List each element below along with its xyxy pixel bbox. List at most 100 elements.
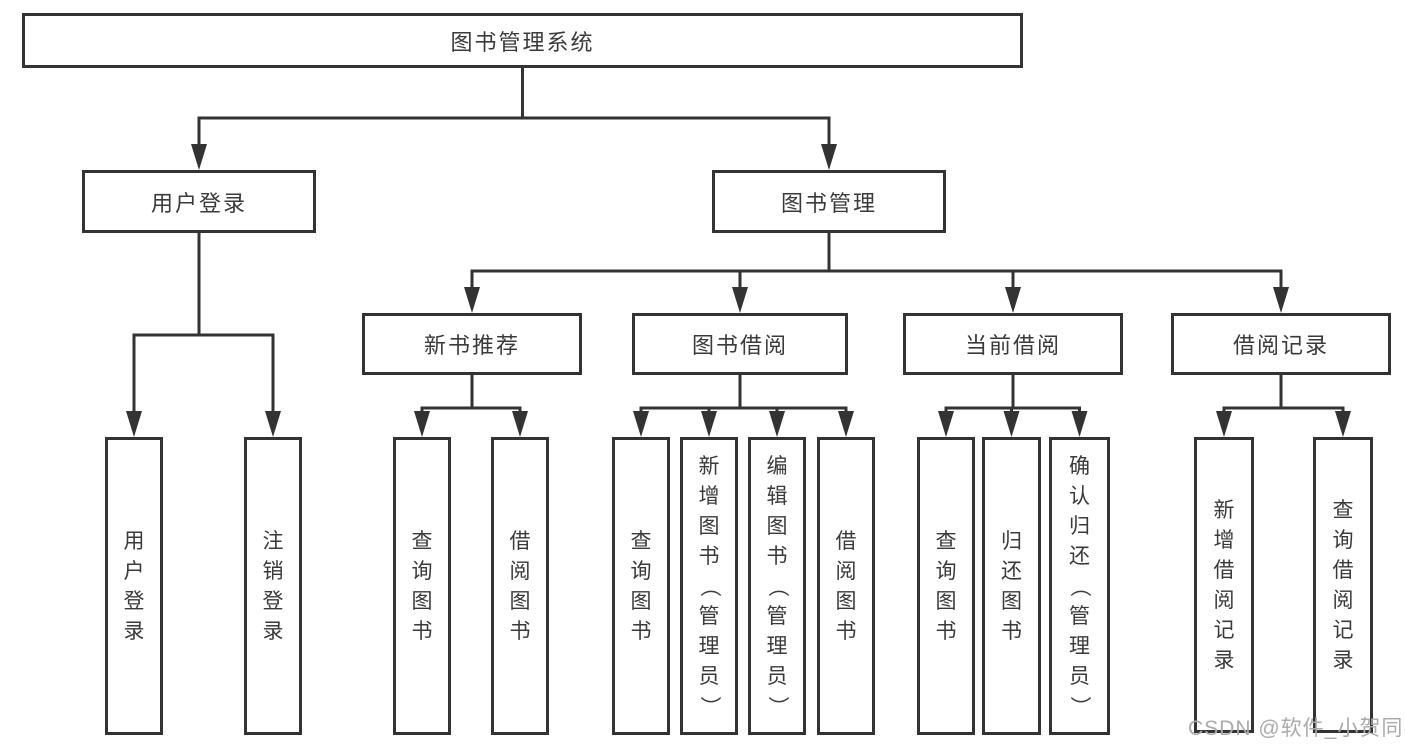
- node-label-char: 询: [935, 559, 957, 583]
- node-label: 借阅记录: [1232, 333, 1329, 358]
- node-label-char: 登: [123, 589, 145, 613]
- arrowhead: [838, 411, 854, 437]
- arrowhead: [126, 411, 142, 437]
- node-label-char: 书: [935, 619, 957, 643]
- node-label-char: 图: [835, 589, 857, 613]
- arrowhead: [1003, 411, 1020, 437]
- node-borrowing-records: 借阅记录: [1171, 313, 1391, 375]
- node-label-char: 阅: [509, 559, 531, 583]
- node-label-char: 归: [1069, 514, 1090, 538]
- node-leaf-confirm-return-admin: 确认归还（管理员）: [1049, 437, 1110, 735]
- node-label: 新书推荐: [423, 333, 520, 358]
- watermark: CSDN @软件_小贺同学: [1188, 717, 1405, 740]
- node-leaf-query-books-current: 查询图书: [917, 437, 975, 735]
- node-label-char: 还: [1001, 559, 1022, 583]
- node-label-char: 书: [1001, 619, 1022, 643]
- node-label-char: 图: [766, 514, 788, 538]
- node-current-borrowing: 当前借阅: [903, 313, 1123, 375]
- node-label-char: ）: [765, 695, 789, 717]
- node-label-char: 登: [262, 589, 284, 613]
- node-label-char: 销: [262, 559, 284, 583]
- node-label-char: 辑: [766, 484, 788, 508]
- node-label-char: 理: [698, 634, 720, 658]
- node-label-char: 询: [411, 559, 433, 583]
- node-leaf-add-books-admin: 新增图书 （ 管理员 ）: [680, 437, 738, 735]
- arrowhead: [1071, 411, 1088, 437]
- node-label-char: 归: [1001, 529, 1022, 553]
- node-label-char: （: [697, 575, 721, 597]
- node-label-char: 员: [1069, 664, 1090, 688]
- arrowhead: [1005, 287, 1021, 313]
- node-label-char: 书: [411, 619, 433, 643]
- node-label-char: 查: [630, 529, 652, 553]
- node-label-char: 图: [509, 589, 531, 613]
- arrowhead: [938, 411, 954, 437]
- arrowhead: [769, 411, 785, 437]
- node-label-char: 借: [1213, 558, 1235, 582]
- node-label-char: 查: [1332, 498, 1354, 522]
- node-label-char: 录: [262, 619, 284, 643]
- arrowhead: [464, 287, 480, 313]
- arrowhead: [414, 411, 430, 437]
- node-label-char: （: [1068, 575, 1091, 597]
- node-leaf-query-books-borrow: 查询图书: [612, 437, 670, 735]
- node-label-char: 确: [1069, 454, 1090, 478]
- node-label-char: 注: [262, 529, 284, 553]
- arrowhead: [1216, 411, 1232, 437]
- node-label-char: 录: [1332, 648, 1354, 672]
- node-label-char: 理: [1069, 634, 1090, 658]
- node-user-login: 用户登录: [82, 170, 316, 233]
- node-leaf-user-login: 用户登录: [105, 437, 163, 735]
- node-label: 用户登录: [150, 190, 247, 216]
- node-label-char: 借: [1332, 558, 1354, 582]
- arrowhead: [821, 144, 837, 170]
- arrowhead: [265, 411, 281, 437]
- node-label-char: 阅: [835, 559, 857, 583]
- node-label-char: 用: [123, 529, 145, 553]
- node-label-char: 增: [698, 484, 720, 508]
- node-label-char: 询: [630, 559, 652, 583]
- node-book-management: 图书管理: [712, 170, 946, 233]
- node-label-char: 借: [509, 529, 531, 553]
- node-leaf-query-books-rec: 查询图书: [393, 437, 451, 735]
- node-label-char: 询: [1332, 528, 1354, 552]
- node-leaf-query-borrow-record: 查询借阅记录: [1313, 437, 1373, 733]
- node-label: 当前借阅: [964, 333, 1061, 358]
- node-label-char: 编: [766, 454, 788, 478]
- node-root: 图书管理系统: [22, 13, 1023, 68]
- node-label-char: 借: [835, 529, 857, 553]
- node-book-borrowing: 图书借阅: [632, 313, 848, 375]
- node-label-char: （: [765, 575, 789, 597]
- node-leaf-logout: 注销登录: [244, 437, 302, 735]
- node-leaf-borrow-books: 借阅图书: [817, 437, 875, 735]
- node-label-char: 录: [123, 619, 145, 643]
- node-label-char: 图: [1001, 589, 1022, 613]
- node-label-char: 理: [766, 634, 788, 658]
- node-label-char: 新: [698, 454, 720, 478]
- node-label-char: 还: [1069, 544, 1090, 568]
- node-label-char: 查: [411, 529, 433, 553]
- node-label-char: 员: [766, 664, 788, 688]
- node-label-char: 认: [1069, 484, 1090, 508]
- node-label-char: 增: [1213, 528, 1235, 552]
- arrowhead: [1335, 411, 1351, 437]
- node-label: 图书借阅: [691, 333, 788, 358]
- node-label-char: 书: [630, 619, 652, 643]
- node-label-char: 新: [1213, 498, 1235, 522]
- arrowhead: [633, 411, 649, 437]
- node-label-char: 员: [698, 664, 720, 688]
- node-label-char: 管: [698, 604, 720, 628]
- node-label-char: 记: [1332, 618, 1354, 642]
- node-label-char: 管: [1069, 604, 1090, 628]
- arrowhead: [191, 144, 207, 170]
- arrowhead: [732, 287, 748, 313]
- node-label-char: 书: [835, 619, 857, 643]
- node-label-char: ）: [697, 695, 721, 717]
- arrowhead: [512, 411, 528, 437]
- node-label-char: 图: [698, 514, 720, 538]
- node-label-char: 书: [766, 544, 788, 568]
- node-label-char: 查: [935, 529, 957, 553]
- arrowhead: [701, 411, 717, 437]
- node-label-char: 书: [698, 544, 720, 568]
